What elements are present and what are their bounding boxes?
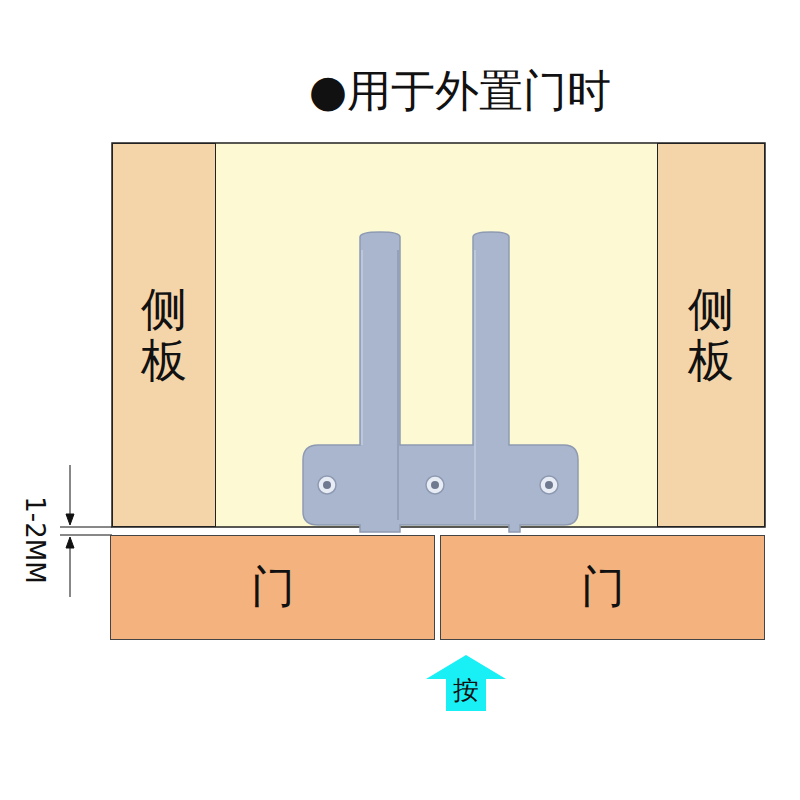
gap-dimension bbox=[60, 465, 112, 597]
node-text: 门 bbox=[581, 558, 625, 617]
title: ●用于外置门时 bbox=[309, 62, 611, 121]
press-arrow: 按 bbox=[426, 655, 506, 711]
dimension-label: 1-2MM bbox=[20, 496, 50, 583]
arrow-fill bbox=[426, 655, 506, 711]
node-text: 侧板 bbox=[141, 284, 187, 385]
side-panel: 侧板 bbox=[112, 143, 216, 527]
node-text: 侧板 bbox=[688, 284, 734, 385]
push-latch bbox=[303, 232, 578, 532]
side-panel: 侧板 bbox=[657, 143, 765, 527]
node-text: 按 bbox=[453, 673, 479, 708]
node-text: 门 bbox=[251, 558, 295, 617]
door-panel: 门 bbox=[110, 535, 435, 640]
door-panel: 门 bbox=[440, 535, 765, 640]
